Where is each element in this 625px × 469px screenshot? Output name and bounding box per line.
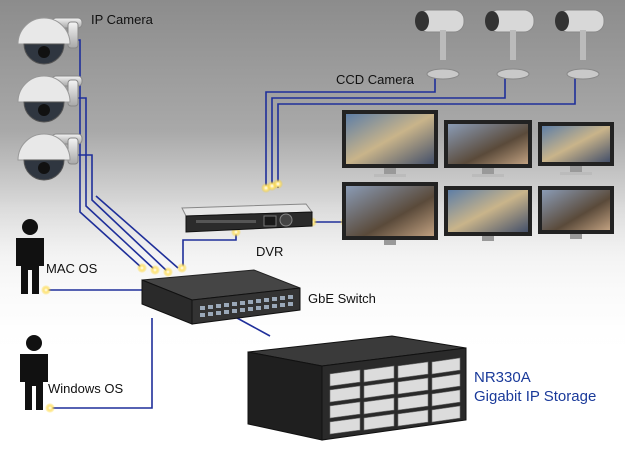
monitor-icon bbox=[342, 110, 438, 177]
monitor-icon bbox=[538, 122, 614, 175]
mac-os-label: MAC OS bbox=[46, 261, 98, 276]
ccd-camera-cables bbox=[265, 78, 576, 188]
ip-camera-icon bbox=[17, 75, 83, 123]
monitor-wall bbox=[342, 110, 614, 245]
monitor-icon bbox=[444, 120, 532, 177]
ccd-camera-icon bbox=[485, 9, 535, 80]
ip-camera-icon bbox=[17, 17, 83, 65]
dvr-label: DVR bbox=[256, 244, 284, 259]
ccd-camera-icon bbox=[415, 9, 465, 80]
ip-camera-cables bbox=[72, 39, 179, 273]
user-icon bbox=[20, 335, 48, 410]
gbe-switch-icon bbox=[141, 269, 301, 325]
ccd-camera-label: CCD Camera bbox=[336, 72, 415, 87]
ccd-camera-icon bbox=[555, 9, 605, 80]
monitor-icon bbox=[444, 186, 532, 241]
storage-desc-label: Gigabit IP Storage bbox=[474, 388, 597, 405]
nas-storage-icon bbox=[247, 335, 467, 441]
user-icon bbox=[16, 219, 44, 294]
windows-os-label: Windows OS bbox=[48, 381, 124, 396]
gbe-switch-label: GbE Switch bbox=[308, 291, 376, 306]
dvr-icon bbox=[181, 203, 313, 233]
monitor-icon bbox=[538, 186, 614, 239]
storage-model-label: NR330A bbox=[474, 369, 531, 386]
ip-camera-icon bbox=[17, 133, 83, 181]
monitor-icon bbox=[342, 182, 438, 245]
drive-bays bbox=[329, 357, 461, 435]
ip-camera-label: IP Camera bbox=[91, 12, 153, 27]
